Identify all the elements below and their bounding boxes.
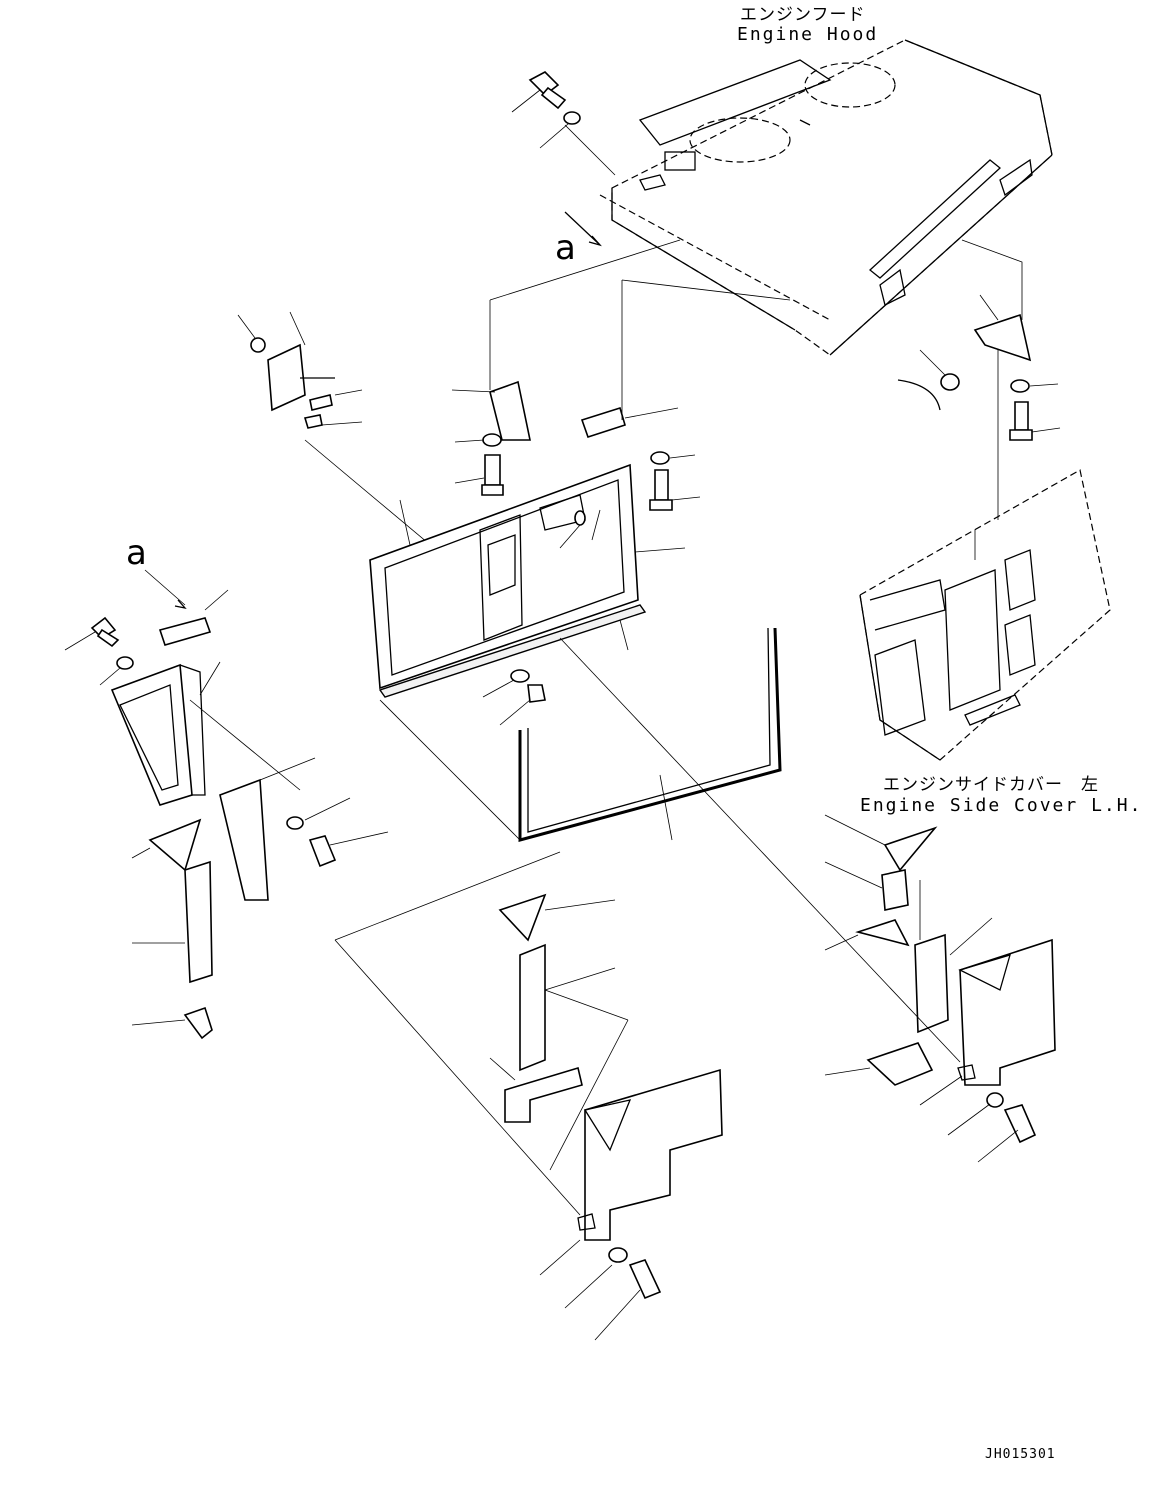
hood-bolt-group: [511, 71, 616, 176]
engine-hood-label-en: Engine Hood: [737, 24, 879, 45]
engine-hood: [599, 39, 1053, 356]
latch-bracket: [237, 311, 521, 621]
engine-hood-label-jp: エンジンフード: [740, 5, 866, 25]
side-cover-label-jp: エンジンサイドカバー 左: [883, 775, 1099, 795]
right-latch-bracket: [897, 239, 1061, 560]
side-cover-label-en: Engine Side Cover L.H.: [860, 795, 1143, 816]
u-seal: [518, 627, 782, 842]
hinge-plate: [580, 279, 791, 511]
left-assembly: [64, 569, 301, 806]
left-lower-parts: [131, 757, 389, 1040]
hinge-bracket: [451, 239, 681, 496]
callout-a-left: a: [126, 533, 147, 573]
callout-a-top: a: [555, 228, 576, 268]
callout-arrow-top: [564, 211, 602, 247]
right-lower-parts: [559, 637, 1056, 1163]
main-frame: [369, 463, 686, 726]
center-lower-parts: [334, 699, 723, 1341]
engine-side-cover-lh: [859, 469, 1111, 761]
drawing-code: JH015301: [985, 1447, 1056, 1462]
